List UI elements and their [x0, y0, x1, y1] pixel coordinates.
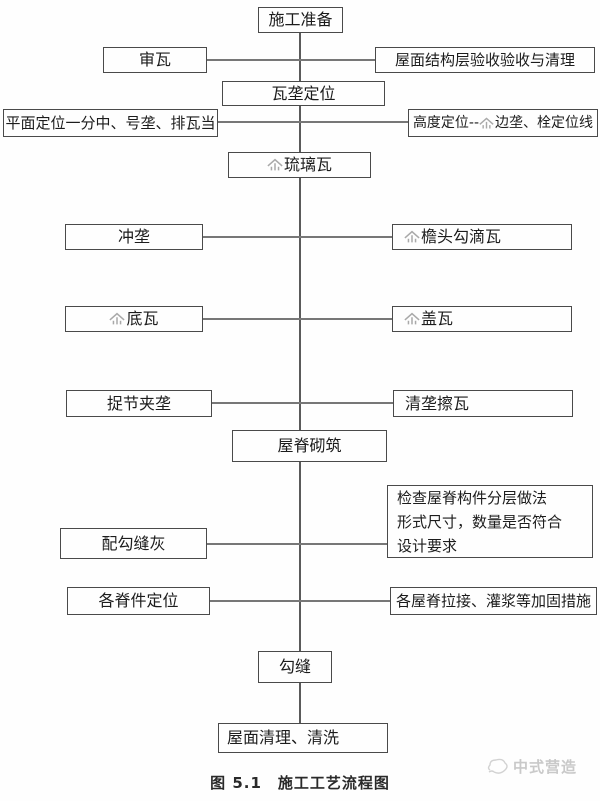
house-logo-glyph	[109, 312, 126, 326]
flow-hline-5	[212, 402, 393, 404]
flow-hline-2	[218, 121, 408, 123]
node-prepare-pointing-mortar: 配勾缝灰	[60, 528, 207, 559]
node-ridge-anchoring-grouting: 各屋脊拉接、灌浆等加固措施	[390, 587, 597, 615]
watermark: 中式营造	[486, 756, 577, 777]
node-lay-glazed-tiles: 琉璃瓦	[228, 152, 371, 178]
flow-vline-1	[299, 32, 301, 81]
node-label: 各脊件定位	[98, 591, 179, 611]
node-label: 配勾缝灰	[101, 533, 166, 553]
flow-hline-4	[203, 318, 392, 320]
node-label: 盖瓦	[421, 309, 454, 329]
node-label: 屋脊砌筑	[277, 436, 342, 456]
zhongshi-yingzao-logo-icon	[486, 757, 510, 777]
house-logo-glyph	[404, 230, 420, 244]
flow-vline-2	[299, 106, 301, 152]
node-tile-inspection: 审瓦	[103, 47, 207, 73]
node-height-positioning: 高度定位-- 边垄、栓定位线	[408, 109, 598, 137]
node-label: 清垄擦瓦	[405, 393, 470, 413]
node-roof-cleaning: 屋面清理、清洗	[218, 723, 388, 753]
node-chong-long: 冲垄	[65, 224, 203, 250]
node-bottom-tiles: 底瓦	[65, 306, 203, 332]
node-label-prefix: 高度定位--	[412, 114, 480, 131]
node-plane-positioning: 平面定位一分中、号垄、排瓦当	[3, 109, 218, 137]
node-label: 檐头勾滴瓦	[421, 227, 502, 247]
flow-vline-5	[299, 683, 301, 724]
node-label: 琉璃瓦	[283, 155, 332, 175]
node-eave-drip-tiles: 檐头勾滴瓦	[392, 224, 572, 250]
node-label: 屋面清理、清洗	[227, 728, 340, 748]
node-label: 底瓦	[126, 309, 159, 329]
node-ridge-masonry: 屋脊砌筑	[232, 430, 387, 462]
node-label: 审瓦	[138, 50, 171, 70]
node-ridge-pieces-positioning: 各脊件定位	[67, 587, 210, 615]
node-zhuo-jie-jia-long: 捉节夹垄	[66, 390, 212, 417]
node-label: 平面定位一分中、号垄、排瓦当	[5, 114, 216, 132]
figure-caption: 图 5.1 施工工艺流程图	[210, 774, 390, 792]
house-logo-glyph	[267, 158, 283, 172]
flow-hline-6	[207, 543, 387, 545]
node-construction-prep: 施工准备	[258, 7, 343, 33]
node-label: 施工准备	[268, 10, 333, 30]
node-check-ridge-components: 检查屋脊构件分层做法 形式尺寸，数量是否符合 设计要求	[387, 485, 593, 558]
flow-vline-3	[299, 178, 301, 430]
node-pointing: 勾缝	[258, 651, 332, 683]
node-label: 各屋脊拉接、灌浆等加固措施	[395, 592, 591, 610]
flow-hline-3	[203, 236, 392, 238]
house-logo-glyph	[404, 312, 420, 326]
flow-vline-4	[299, 462, 301, 651]
watermark-text: 中式营造	[513, 758, 578, 776]
node-label: 屋面结构层验收验收与清理	[394, 51, 575, 69]
node-tile-ridge-positioning: 瓦垄定位	[222, 81, 385, 106]
node-label-suffix: 边垄、栓定位线	[495, 114, 594, 131]
node-cover-tiles: 盖瓦	[392, 306, 572, 332]
node-clean-ridge-wipe-tiles: 清垄擦瓦	[393, 390, 573, 417]
flow-hline-7	[210, 600, 390, 602]
node-roof-structure-acceptance: 屋面结构层验收验收与清理	[375, 47, 595, 73]
node-label: 冲垄	[117, 227, 150, 247]
flow-hline-1	[207, 59, 375, 61]
node-label: 捉节夹垄	[106, 393, 171, 413]
node-label: 检查屋脊构件分层做法 形式尺寸，数量是否符合 设计要求	[397, 488, 563, 555]
house-logo-glyph	[479, 117, 494, 130]
node-label: 勾缝	[278, 657, 311, 677]
node-label: 瓦垄定位	[271, 83, 336, 103]
